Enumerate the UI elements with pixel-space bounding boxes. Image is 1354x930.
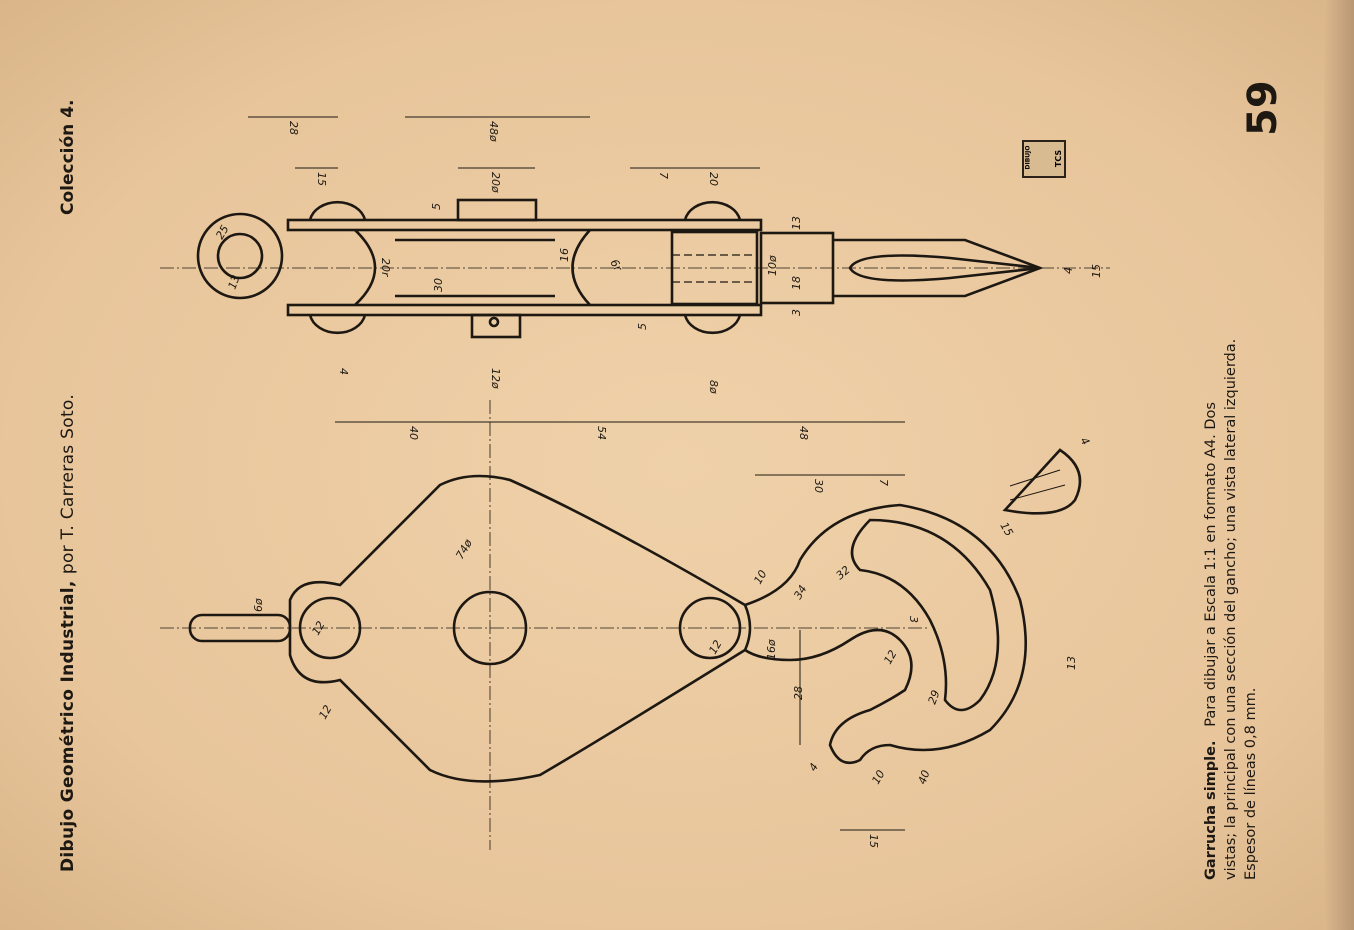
dim-label: 8ø [707,380,720,394]
dim-label: 6r [607,257,625,275]
dim-label: 30 [812,479,825,493]
dim-label: 20 [707,172,720,186]
dim-label: 30 [432,278,445,292]
dim-label: 10 [869,768,887,787]
dim-label: 48 [797,426,810,440]
dim-label: 6ø [252,598,265,612]
dim-label: 16ø [765,639,778,660]
dim-label: 13 [226,273,243,291]
dim-label: 12 [309,619,327,638]
dim-label: 13 [790,216,803,230]
dim-label: 34 [791,583,809,602]
dim-label: 54 [595,426,608,440]
dim-label: 3 [790,309,803,316]
dim-label: 5 [430,203,443,210]
publisher-logo: DIBUJO TCS [1022,140,1066,178]
dim-label: 20ø [489,172,502,193]
dim-label: 4 [1077,435,1092,448]
dim-label: 15 [997,520,1015,539]
dim-label: 15 [1090,264,1103,278]
dim-label: 40 [916,768,933,786]
dim-label: 4 [806,761,821,774]
dim-label: 7 [877,479,890,486]
dim-label: 28 [287,121,300,135]
side-view [160,116,1110,339]
dim-label: 20r [379,258,392,278]
dim-label: 32 [834,563,853,582]
page-edge [1324,0,1354,930]
dim-label: 13 [1065,656,1078,670]
dim-label: 18 [790,276,803,290]
dim-label: 10ø [766,255,779,276]
dim-label: 74ø [453,537,475,562]
dim-label: 5 [636,323,649,330]
dim-label: 12 [706,638,724,657]
dim-label: 3 [907,616,920,623]
dim-label: 40 [407,426,420,440]
dim-label: 12ø [489,368,502,389]
dim-label: 16 [558,248,571,262]
dim-label: 4 [337,368,350,375]
dim-label: 15 [867,834,880,848]
dim-label: 12 [316,703,334,722]
dim-label: 29 [926,688,943,706]
dim-label: 48ø [487,121,500,142]
dim-label: 25 [213,223,231,242]
dim-label: 10 [751,568,769,587]
dim-label: 12 [881,648,899,667]
dim-label: 4 [1062,267,1075,274]
main-view-dimensions: 40 54 48 74ø 6ø 12 12 12 30 7 10 34 32 1… [252,426,1092,848]
side-view-dimensions: 28 48ø 15 20ø 7 20 25 13 20r 5 30 16 6r … [213,121,1103,394]
dim-label: 28 [792,686,805,700]
dim-label: 15 [315,172,328,186]
main-view [160,400,1082,850]
dim-label: 7 [657,172,670,179]
